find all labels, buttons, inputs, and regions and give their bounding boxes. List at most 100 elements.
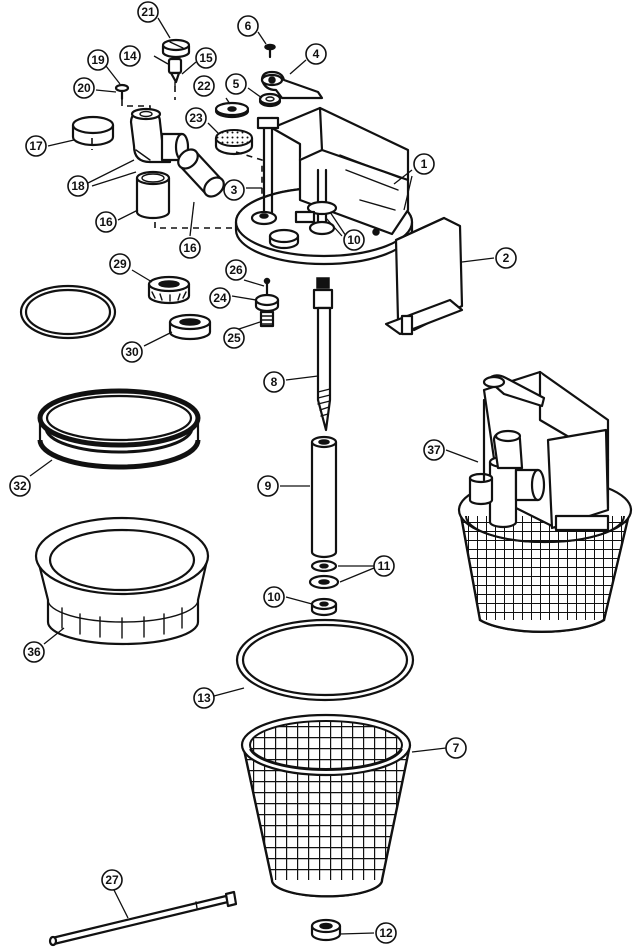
svg-text:21: 21	[141, 5, 155, 19]
part-14-plunger	[167, 57, 183, 87]
part-8-threaded-rod	[312, 277, 334, 432]
part-26-valve-pin	[263, 277, 271, 298]
part-16-cylinder-b	[177, 148, 225, 198]
part-6-screw	[264, 43, 276, 59]
callout-27: 27	[101, 869, 123, 891]
part-20-small-screw	[114, 83, 130, 101]
part-25-valve-spring	[259, 310, 275, 328]
callout-11: 11	[373, 555, 395, 577]
svg-text:4: 4	[313, 47, 320, 61]
svg-text:23: 23	[189, 111, 203, 125]
part-32-gasket	[37, 388, 201, 470]
callout-16a: 16	[95, 211, 117, 233]
callout-26: 26	[225, 259, 247, 281]
part-27-handle-rod	[48, 890, 238, 947]
svg-text:30: 30	[125, 345, 139, 359]
callout-37: 37	[423, 439, 445, 461]
part-1-skimmer-housing	[234, 106, 414, 266]
svg-text:16: 16	[99, 215, 113, 229]
svg-text:6: 6	[245, 19, 252, 33]
svg-text:22: 22	[197, 79, 211, 93]
svg-text:16: 16	[183, 241, 197, 255]
svg-text:19: 19	[91, 53, 105, 67]
callout-19: 19	[87, 49, 109, 71]
svg-text:9: 9	[265, 479, 272, 493]
callout-36: 36	[23, 641, 45, 663]
svg-text:15: 15	[199, 51, 213, 65]
callout-7: 7	[445, 737, 467, 759]
svg-text:12: 12	[379, 926, 393, 940]
part-9-tube	[310, 435, 338, 559]
callout-4: 4	[305, 43, 327, 65]
callout-12: 12	[375, 922, 397, 944]
callout-20: 20	[73, 77, 95, 99]
callout-21: 21	[137, 1, 159, 23]
svg-text:10: 10	[347, 233, 361, 247]
svg-text:18: 18	[71, 179, 85, 193]
part-21-cap-knob	[161, 38, 191, 59]
svg-text:24: 24	[213, 291, 227, 305]
part-16-cylinder-a	[135, 170, 171, 220]
svg-text:10: 10	[267, 590, 281, 604]
svg-text:8: 8	[271, 375, 278, 389]
callout-6: 6	[237, 15, 259, 37]
part-7-basket	[240, 713, 412, 898]
part-13-o-ring-large	[235, 618, 415, 702]
callout-29: 29	[109, 253, 131, 275]
part-24-valve-body	[254, 293, 280, 313]
leader-lines	[29, 17, 495, 935]
part-11-washers	[308, 559, 340, 590]
part-30-threaded-plug	[168, 313, 212, 341]
svg-text:37: 37	[427, 443, 441, 457]
o-ring-small	[19, 284, 117, 340]
part-5-washer	[258, 92, 282, 108]
callout-17: 17	[25, 135, 47, 157]
svg-text:2: 2	[503, 251, 510, 265]
callout-23: 23	[185, 107, 207, 129]
part-12-drain-plug	[310, 918, 342, 942]
svg-text:29: 29	[113, 257, 127, 271]
svg-text:5: 5	[233, 77, 240, 91]
part-4-lever	[260, 70, 324, 100]
callout-16b: 16	[179, 237, 201, 259]
callout-5: 5	[225, 73, 247, 95]
part-36-collar	[34, 516, 210, 646]
callout-10-top: 10	[343, 229, 365, 251]
callout-25: 25	[223, 327, 245, 349]
svg-text:20: 20	[77, 81, 91, 95]
callout-13: 13	[193, 687, 215, 709]
callout-14: 14	[119, 45, 141, 67]
callout-32: 32	[9, 475, 31, 497]
svg-text:17: 17	[29, 139, 43, 153]
svg-text:13: 13	[197, 691, 211, 705]
svg-text:7: 7	[453, 741, 460, 755]
svg-text:1: 1	[421, 157, 428, 171]
svg-text:27: 27	[105, 873, 119, 887]
callout-22: 22	[193, 75, 215, 97]
part-18-elbow-fitting	[129, 107, 190, 164]
callout-1: 1	[413, 153, 435, 175]
svg-text:25: 25	[227, 331, 241, 345]
callout-30: 30	[121, 341, 143, 363]
svg-text:32: 32	[13, 479, 27, 493]
part-17-cap	[71, 115, 115, 147]
part-22-disc	[214, 101, 250, 119]
callout-15: 15	[195, 47, 217, 69]
callout-18: 18	[67, 175, 89, 197]
svg-text:36: 36	[27, 645, 41, 659]
svg-text:14: 14	[123, 49, 137, 63]
callout-3: 3	[223, 179, 245, 201]
svg-text:26: 26	[229, 263, 243, 277]
callout-24: 24	[209, 287, 231, 309]
callout-2: 2	[495, 247, 517, 269]
part-2-weir-door	[384, 216, 464, 336]
svg-text:3: 3	[231, 183, 238, 197]
part-29-threaded-plug	[147, 275, 191, 305]
part-23-strainer-disc	[214, 129, 254, 156]
svg-text:11: 11	[378, 559, 391, 573]
callout-10-bottom: 10	[263, 586, 285, 608]
part-37-assembled-skimmer	[457, 370, 633, 633]
callout-9: 9	[257, 475, 279, 497]
part-10-nut	[310, 597, 338, 617]
